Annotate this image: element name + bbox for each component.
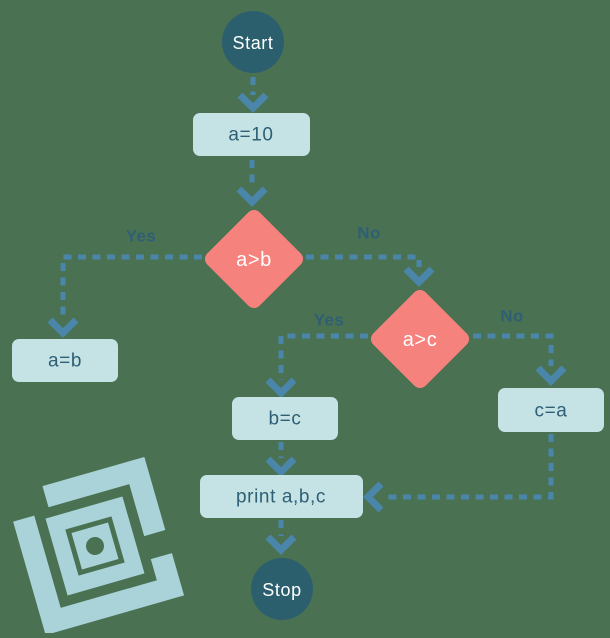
branch-label-ab-no: No — [357, 224, 380, 243]
logo-band-top-right — [42, 456, 166, 537]
arrowhead-down-icon — [265, 534, 297, 555]
node-set-ab: a=b — [12, 339, 118, 382]
stop-label: Stop — [262, 580, 301, 600]
arrowhead-down-icon — [403, 266, 435, 287]
arrowhead-down-icon — [236, 186, 268, 207]
branch-label-ac-yes: Yes — [314, 311, 345, 330]
node-set-ca: c=a — [498, 388, 604, 432]
logo-center-hole — [86, 537, 104, 555]
set-bc-process-shape — [232, 397, 338, 440]
cond-ac-label: a>c — [403, 329, 438, 351]
node-start: Start — [222, 11, 284, 73]
connectors — [60, 77, 554, 536]
start-terminator-shape — [222, 11, 284, 73]
branch-label-ab-yes: Yes — [126, 227, 157, 246]
cond-ac-decision-shape — [370, 289, 470, 389]
node-stop: Stop — [251, 558, 313, 620]
print-label: print a,b,c — [236, 487, 326, 508]
logo-decoration — [13, 456, 185, 636]
edge-condac-setbc — [278, 333, 368, 380]
arrowheads — [47, 92, 567, 555]
set-ca-label: c=a — [535, 401, 568, 422]
edge-setca-print — [386, 434, 554, 500]
node-init: a=10 — [193, 113, 310, 156]
logo-outer-spiral — [13, 456, 185, 636]
arrowhead-down-icon — [47, 317, 79, 338]
arrowhead-down-icon — [265, 456, 297, 477]
print-process-shape — [200, 475, 363, 518]
set-ab-process-shape — [12, 339, 118, 382]
init-process-shape — [193, 113, 310, 156]
node-cond-ab: a>b — [204, 209, 304, 309]
logo-band-left-bottom — [13, 515, 185, 636]
arrowhead-down-icon — [237, 92, 269, 113]
start-label: Start — [232, 33, 273, 53]
cond-ab-label: a>b — [236, 249, 272, 271]
arrowhead-down-icon — [535, 365, 567, 386]
stop-terminator-shape — [251, 558, 313, 620]
init-label: a=10 — [228, 125, 273, 146]
branch-label-ac-no: No — [500, 307, 523, 326]
set-bc-label: b=c — [269, 409, 302, 430]
node-print: print a,b,c — [200, 475, 363, 518]
edge-condab-condac — [306, 254, 422, 267]
edge-condac-setca — [473, 333, 554, 366]
node-set-bc: b=c — [232, 397, 338, 440]
set-ab-label: a=b — [48, 351, 82, 372]
arrowhead-left-icon — [363, 481, 384, 513]
logo-inner-ring — [45, 496, 145, 596]
branch-labels: Yes No Yes No — [126, 224, 524, 330]
cond-ab-decision-shape — [204, 209, 304, 309]
set-ca-process-shape — [498, 388, 604, 432]
node-cond-ac: a>c — [370, 289, 470, 389]
edge-condab-setab — [60, 254, 202, 318]
arrowhead-down-icon — [265, 377, 297, 398]
